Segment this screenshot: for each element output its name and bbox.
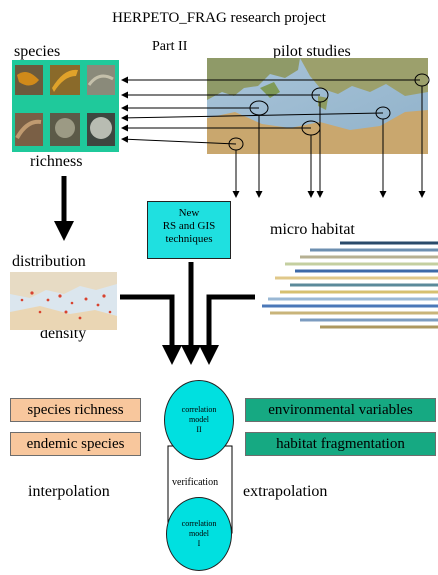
- species-label: species: [14, 43, 61, 60]
- interpolation-label: interpolation: [28, 483, 110, 500]
- verification-label: verification: [172, 477, 219, 488]
- habitat-fragmentation-box: habitat fragmentation: [245, 432, 436, 456]
- micro-habitat-label: micro habitat: [270, 221, 355, 238]
- endemic-species-box: endemic species: [10, 432, 141, 456]
- model1-line-3: I: [197, 539, 201, 548]
- model1-line-2: model: [189, 529, 209, 538]
- environmental-variables-box: environmental variables: [245, 398, 436, 422]
- tech-line-1: New: [178, 207, 200, 219]
- correlation-model-1: correlation model I: [166, 497, 232, 571]
- rs-gis-techniques-box: New RS and GIS techniques: [147, 201, 231, 259]
- part-label: Part II: [152, 39, 188, 54]
- micro-habitat-lines: [262, 241, 438, 329]
- reptile-photo-4: [15, 113, 43, 146]
- project-title: HERPETO_FRAG research project: [112, 10, 326, 26]
- tech-line-3: techniques: [165, 233, 213, 245]
- model2-line-2: model: [189, 415, 209, 424]
- model1-line-1: correlation: [181, 519, 217, 528]
- site-to-species-arrows: [121, 76, 420, 145]
- tech-line-2: RS and GIS: [162, 220, 216, 232]
- species-richness-box: species richness: [10, 398, 141, 422]
- site-to-habitat-arrows: [232, 86, 426, 198]
- distribution-label: distribution: [12, 253, 86, 270]
- pilot-studies-label: pilot studies: [273, 43, 351, 60]
- distribution-map: [10, 272, 117, 330]
- inputs-to-model-arrows: [120, 262, 255, 365]
- model2-line-1: correlation: [181, 405, 217, 414]
- species-photo-panel: [12, 60, 119, 152]
- reptile-photo-3: [87, 65, 115, 95]
- model2-line-3: II: [196, 425, 202, 434]
- correlation-model-2: correlation model II: [164, 380, 234, 460]
- mediterranean-map: [207, 58, 428, 154]
- extrapolation-label: extrapolation: [243, 483, 328, 500]
- richness-label: richness: [30, 153, 83, 170]
